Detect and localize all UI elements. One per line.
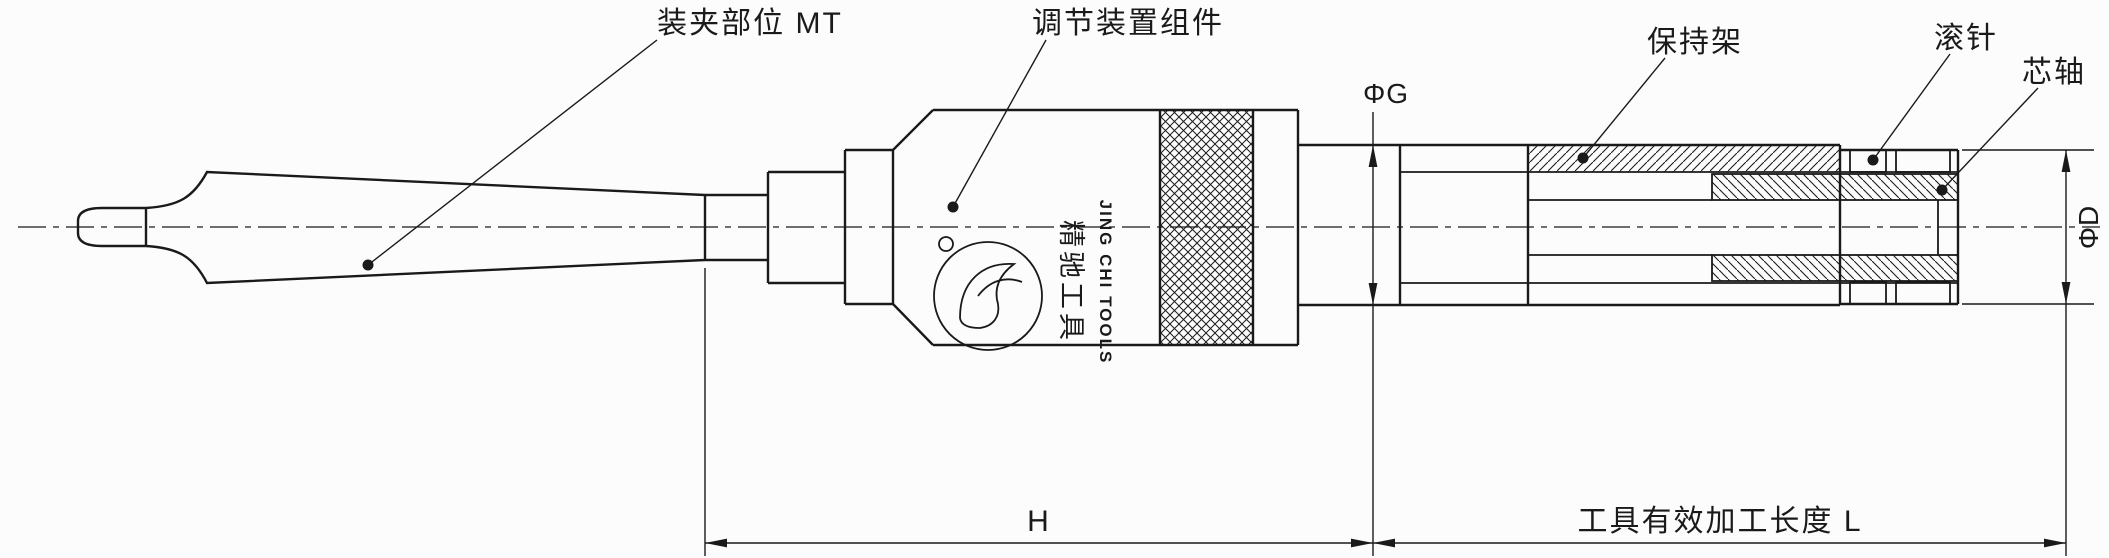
knurl-band xyxy=(1160,110,1253,345)
label-adjuster-assembly: 调节装置组件 xyxy=(1032,7,1224,40)
leader-adjuster xyxy=(952,39,1047,208)
brand-text-en: JING CHI TOOLS xyxy=(1096,200,1115,365)
leader-dot-roller xyxy=(1867,154,1879,166)
leader-mandrel xyxy=(1941,87,2039,191)
brand-text-cn: 精驰工具 xyxy=(1056,220,1086,344)
cage-section-hatch xyxy=(1528,146,1840,172)
leader-roller xyxy=(1872,53,1951,161)
morse-taper-shank xyxy=(76,170,707,285)
leader-clamping xyxy=(367,39,658,266)
label-clamping-mt: 装夹部位 MT xyxy=(657,7,843,40)
needle-roller-bottom-2 xyxy=(1895,281,1951,305)
logo-bird-icon xyxy=(959,263,1017,329)
dim-label-effective-length: 工具有效加工长度 L xyxy=(1577,505,1862,538)
logo-circle xyxy=(933,241,1043,351)
logo-bird-wing-icon xyxy=(977,278,1023,297)
head-housing xyxy=(1398,143,1842,307)
leader-dot-cage xyxy=(1577,152,1589,164)
leader-dot-mandrel xyxy=(1936,184,1948,196)
dim-label-phi-g: ΦG xyxy=(1363,78,1409,109)
leader-dot-adjuster xyxy=(947,201,959,213)
dimension-arrowheads xyxy=(705,145,2071,548)
mandrel-section-hatch-top xyxy=(1711,173,1959,201)
label-cage: 保持架 xyxy=(1647,26,1743,59)
needle-roller-top-1 xyxy=(1849,149,1887,173)
mandrel-section-hatch-bottom xyxy=(1711,254,1959,282)
needle-roller-top-2 xyxy=(1895,149,1951,173)
dim-label-phi-d: ΦD xyxy=(2073,205,2104,250)
dim-label-h: H xyxy=(1027,505,1051,538)
set-screw-hole xyxy=(938,236,954,252)
leader-cage xyxy=(1582,57,1666,159)
needle-roller-bottom-1 xyxy=(1849,281,1887,305)
label-needle-roller: 滚针 xyxy=(1934,22,1998,55)
reduced-neck xyxy=(1298,143,1400,307)
label-mandrel: 芯轴 xyxy=(2022,56,2086,89)
leader-dot-clamping xyxy=(362,259,374,271)
neck-collar xyxy=(705,170,845,285)
dim-ext-phi-d-horizontal xyxy=(1962,149,2094,305)
